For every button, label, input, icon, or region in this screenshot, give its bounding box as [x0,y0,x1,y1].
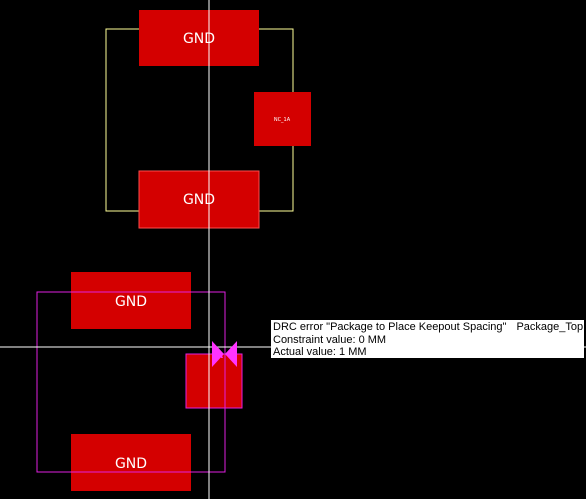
pad-label: GND [183,31,215,47]
drc-error-title: DRC error "Package to Place Keepout Spac… [273,321,507,333]
drc-marker-right-icon [225,341,237,367]
drc-marker-label-a: A [216,351,223,361]
drc-actual-value: Actual value: 1 MM [273,346,367,358]
drc-error-tooltip: DRC error "Package to Place Keepout Spac… [271,320,584,358]
pad-gnd-bottom-2[interactable] [71,434,191,491]
component-top[interactable]: GND GND NC_1A [105,10,311,229]
pad-outline [138,170,260,229]
pad-gnd-bottom-1[interactable] [71,272,191,329]
drc-constraint-value: Constraint value: 0 MM [273,333,387,346]
pad-gnd-top-1[interactable] [139,10,259,66]
drc-marker-label-b: B [229,351,236,361]
pad-label: GND [183,192,215,208]
drc-error-layer: Package_Top [516,321,584,333]
pad-label: GND [115,456,147,472]
drc-marker-left-icon [212,341,224,367]
tooltip-title-line: DRC error "Package to Place Keepout Spac… [273,321,584,334]
keepout-outline-bottom [36,291,226,473]
pad-label-small: NC_1A [274,117,291,123]
pad-side-top[interactable] [254,92,311,146]
drc-marker[interactable]: A B [212,341,237,367]
pad-label: GND [115,294,147,310]
pad-gnd-top-2[interactable] [139,171,259,228]
